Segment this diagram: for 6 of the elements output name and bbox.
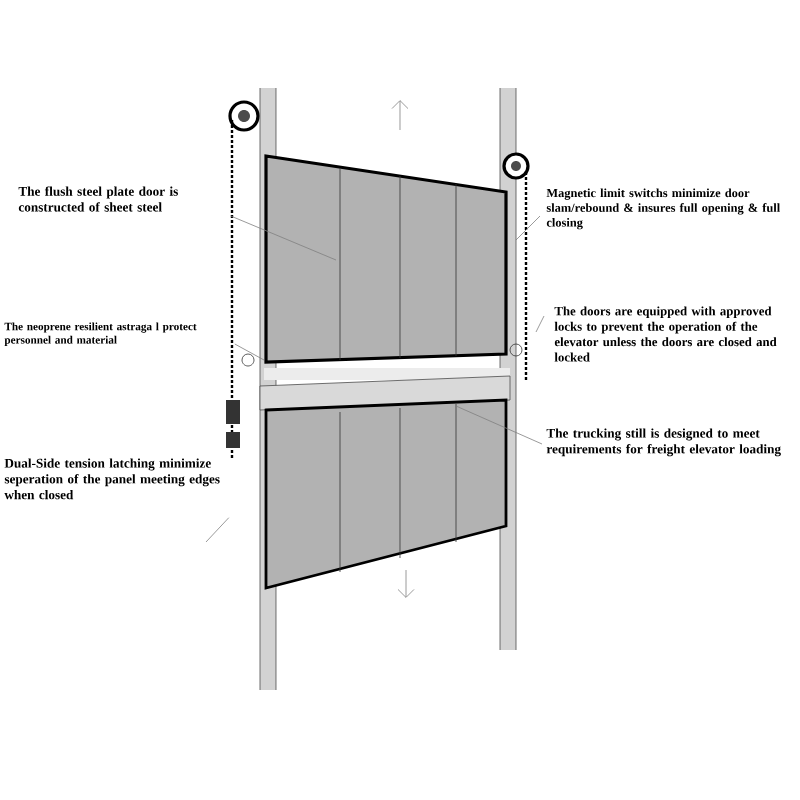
leader-line	[230, 215, 337, 261]
leader-line	[515, 215, 541, 241]
leader-line	[455, 405, 543, 445]
leader-line	[535, 315, 545, 333]
leader-line	[205, 517, 230, 543]
leader-line	[234, 343, 265, 361]
